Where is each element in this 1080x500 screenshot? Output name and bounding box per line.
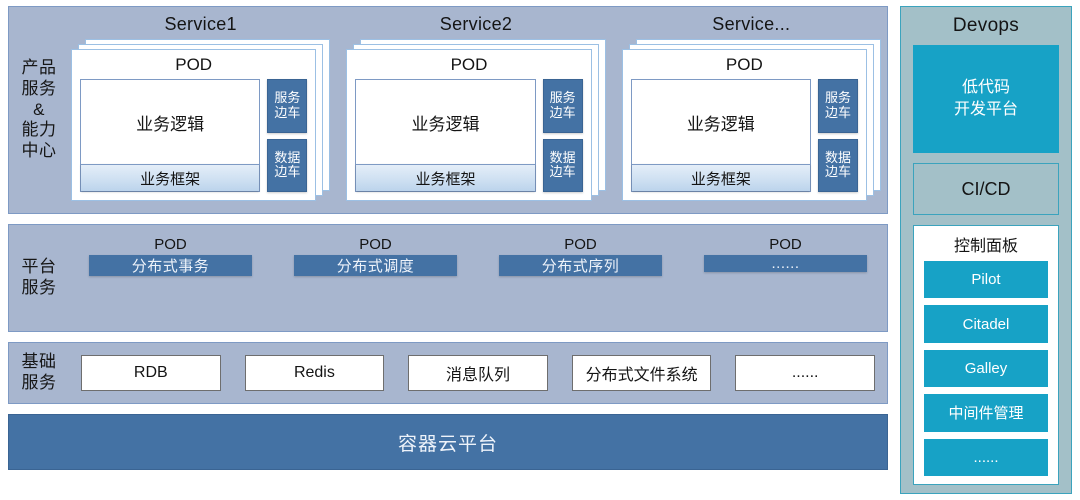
pod-card-stack: POD 业务逻辑 业务框架 服务 边车 数据 边车 xyxy=(346,39,606,207)
control-panel-item-galley[interactable]: Galley xyxy=(924,349,1048,388)
main-stack-column: 产品 服务 & 能力 中心 Service1 POD xyxy=(8,6,888,494)
cicd-box[interactable]: CI/CD xyxy=(913,163,1059,215)
control-panel-item-more[interactable]: ...... xyxy=(924,438,1048,477)
basic-service-item[interactable]: 消息队列 xyxy=(408,355,548,391)
pod-label: POD xyxy=(450,55,488,74)
pod-card[interactable]: POD 分布式事务 xyxy=(79,233,262,284)
platform-service-name: 分布式事务 xyxy=(89,255,252,276)
pod-label: POD xyxy=(564,236,597,253)
pod-card[interactable]: POD ...... xyxy=(694,233,877,280)
sidecar-column: 服务 边车 数据 边车 xyxy=(817,79,858,192)
pod-card[interactable]: POD 业务逻辑 业务框架 服务 边车 数据 边车 xyxy=(621,49,867,201)
platform-service-name: 分布式调度 xyxy=(294,255,457,276)
service-group[interactable]: Service2 POD 业务逻辑 业务框架 xyxy=(346,11,606,207)
business-logic-column: 业务逻辑 业务框架 xyxy=(630,79,811,192)
pod-card[interactable]: POD 业务逻辑 业务框架 服务 边车 数据 边车 xyxy=(346,49,592,201)
sidecar-column: 服务 边车 数据 边车 xyxy=(542,79,583,192)
pod-card-stack: POD 业务逻辑 业务框架 服务 边车 数据 边车 xyxy=(71,39,331,207)
band-label-platform-services: 平台 服务 xyxy=(21,257,57,297)
devops-panel: Devops 低代码 开发平台 CI/CD 控制面板 Pilot Citadel… xyxy=(900,6,1072,494)
service-title: Service1 xyxy=(164,14,237,34)
platform-pod-stack[interactable]: POD ...... xyxy=(694,233,877,323)
service-sidecar-box: 服务 边车 xyxy=(817,79,858,133)
platform-pod-stack[interactable]: POD 分布式事务 xyxy=(79,233,262,323)
business-logic-column: 业务逻辑 业务框架 xyxy=(355,79,536,192)
data-sidecar-box: 数据 边车 xyxy=(817,138,858,192)
control-panel-title: 控制面板 xyxy=(953,238,1018,255)
basic-service-item[interactable]: Redis xyxy=(244,355,385,391)
lowcode-platform-box[interactable]: 低代码 开发平台 xyxy=(913,45,1059,153)
service-sidecar-box: 服务 边车 xyxy=(542,79,583,133)
sidecar-column: 服务 边车 数据 边车 xyxy=(267,79,308,192)
data-sidecar-box: 数据 边车 xyxy=(267,138,308,192)
platform-pod-row: POD 分布式事务 POD 分布式调度 xyxy=(69,225,887,331)
pod-card-stack: POD 业务逻辑 业务框架 服务 边车 数据 边车 xyxy=(621,39,881,207)
basic-service-row: RDB Redis 消息队列 分布式文件系统 ...... xyxy=(69,343,887,403)
band-body-basic-services: RDB Redis 消息队列 分布式文件系统 ...... xyxy=(69,343,887,403)
band-basic-services: 基础 服务 RDB Redis 消息队列 分布式文件系统 ...... xyxy=(8,342,888,404)
service-title: Service... xyxy=(712,14,791,34)
band-label-basic-services: 基础 服务 xyxy=(21,352,57,392)
control-panel-item-middleware[interactable]: 中间件管理 xyxy=(924,394,1048,432)
service-group[interactable]: Service1 POD 业务逻辑 业务框架 xyxy=(71,11,331,207)
business-framework-bar: 业务框架 xyxy=(356,164,535,191)
band-body-platform-services: POD 分布式事务 POD 分布式调度 xyxy=(69,225,887,331)
pod-card[interactable]: POD 业务逻辑 业务框架 服务 边车 数据 边车 xyxy=(71,49,317,201)
service-sidecar-box: 服务 边车 xyxy=(267,79,308,133)
control-panel-box: 控制面板 Pilot Citadel Galley 中间件管理 ...... xyxy=(913,225,1059,485)
service-group-row: Service1 POD 业务逻辑 业务框架 xyxy=(69,7,887,213)
pod-contents: 业务逻辑 业务框架 服务 边车 数据 边车 xyxy=(347,79,590,200)
band-platform-services: 平台 服务 POD 分布式事务 xyxy=(8,224,888,332)
pod-label: POD xyxy=(175,55,213,74)
control-panel-item-citadel[interactable]: Citadel xyxy=(924,305,1048,343)
business-framework-bar: 业务框架 xyxy=(81,164,260,191)
band-product-services: 产品 服务 & 能力 中心 Service1 POD xyxy=(8,6,888,214)
pod-label: POD xyxy=(769,236,802,253)
pod-card[interactable]: POD 分布式调度 xyxy=(284,233,467,284)
basic-service-item[interactable]: 分布式文件系统 xyxy=(571,355,712,391)
control-panel-list: Pilot Citadel Galley 中间件管理 ...... xyxy=(924,261,1048,477)
service-group[interactable]: Service... POD 业务逻辑 业务框架 xyxy=(621,11,881,207)
platform-service-name: ...... xyxy=(704,255,867,272)
business-logic-label: 业务逻辑 xyxy=(686,114,755,134)
pod-contents: 业务逻辑 业务框架 服务 边车 数据 边车 xyxy=(623,79,866,200)
basic-service-item[interactable]: ...... xyxy=(735,355,875,391)
pod-contents: 业务逻辑 业务框架 服务 边车 数据 边车 xyxy=(72,79,315,200)
pod-label: POD xyxy=(359,236,392,253)
basic-service-item[interactable]: RDB xyxy=(81,355,221,391)
service-title: Service2 xyxy=(439,14,513,34)
data-sidecar-box: 数据 边车 xyxy=(542,138,583,192)
platform-service-name: 分布式序列 xyxy=(499,255,662,276)
pod-card[interactable]: POD 分布式序列 xyxy=(489,233,672,284)
platform-pod-stack[interactable]: POD 分布式序列 xyxy=(489,233,672,323)
pod-label: POD xyxy=(725,55,763,74)
band-body-product-services: Service1 POD 业务逻辑 业务框架 xyxy=(69,7,887,213)
pod-label: POD xyxy=(154,236,187,253)
business-logic-column: 业务逻辑 业务框架 xyxy=(80,79,261,192)
platform-pod-stack[interactable]: POD 分布式调度 xyxy=(284,233,467,323)
business-framework-bar: 业务框架 xyxy=(631,164,810,191)
control-panel-item-pilot[interactable]: Pilot xyxy=(924,261,1048,299)
band-container-cloud-platform: 容器云平台 xyxy=(8,414,888,470)
business-logic-label: 业务逻辑 xyxy=(411,114,480,134)
band-label-product-services: 产品 服务 & 能力 中心 xyxy=(21,58,57,161)
devops-title: Devops xyxy=(952,15,1020,36)
business-logic-label: 业务逻辑 xyxy=(136,114,205,134)
